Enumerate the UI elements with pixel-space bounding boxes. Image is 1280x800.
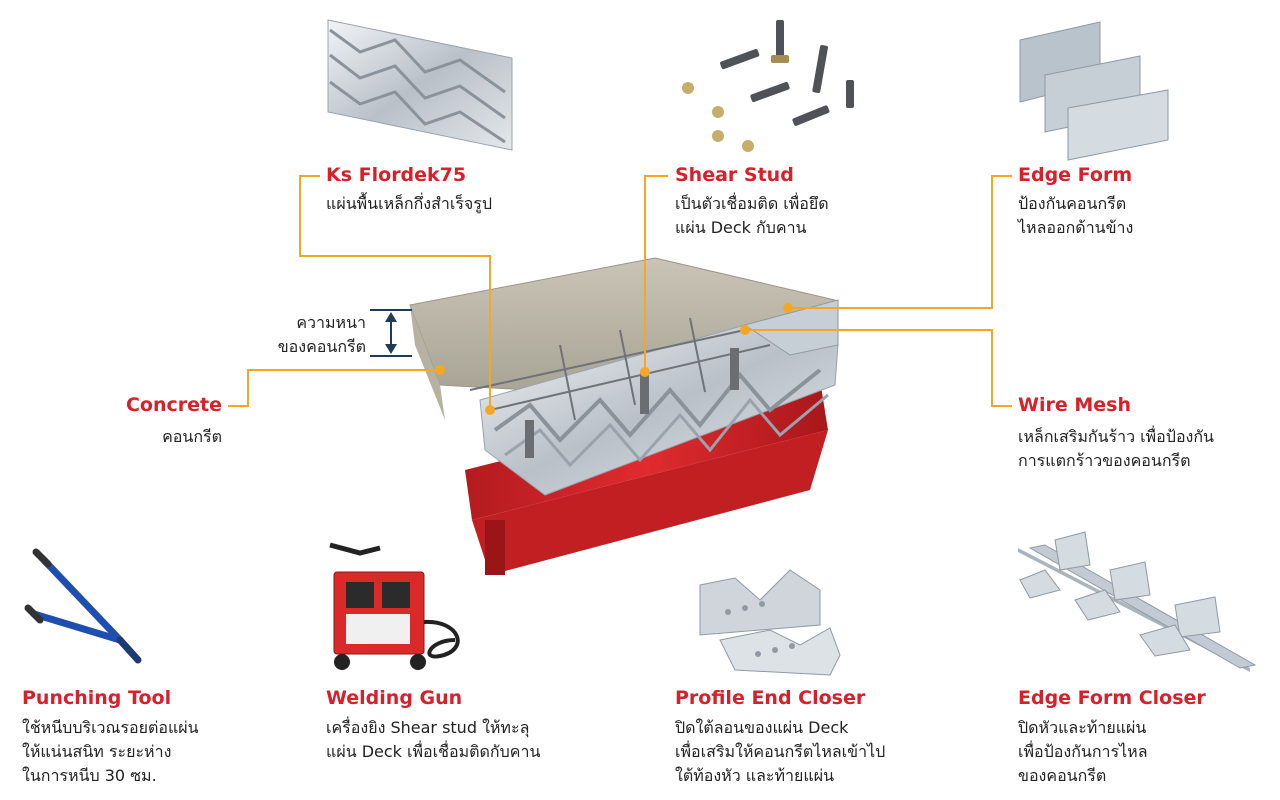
welding-gun-desc-line: เครื่องยิง Shear stud ให้ทะลุ [326,718,530,737]
punching-tool-desc-line: ให้แน่นสนิท ระยะห่าง [22,742,172,761]
edge-form-closer-desc-line: ของคอนกรีต [1018,766,1107,785]
concrete-title: Concrete [125,394,222,416]
ks-flordek-desc: แผ่นพื้นเหล็กกึ่งสำเร็จรูป [326,192,492,216]
edge-form-closer-desc-line: เพื่อป้องกันการไหล [1018,742,1148,761]
thickness-arrow [370,309,412,357]
welding-gun-title: Welding Gun [326,687,463,709]
welding-gun-desc: เครื่องยิง Shear stud ให้ทะลุ แผ่น Deck … [326,716,540,764]
thickness-label-line: ของคอนกรีต [277,337,366,356]
edge-form-closer-title: Edge Form Closer [1018,687,1206,709]
profile-end-closer-desc-line: ปิดใต้ลอนของแผ่น Deck [675,718,849,737]
leader-concrete [228,369,440,407]
shear-stud-desc: เป็นตัวเชื่อมติด เพื่อยึด แผ่น Deck กับค… [675,192,829,240]
wire-mesh-title: Wire Mesh [1018,394,1131,416]
shear-stud-image [682,20,854,152]
profile-end-closer-title: Profile End Closer [675,687,866,709]
edge-form-desc-line: ป้องกันคอนกรีต [1018,194,1127,213]
leader-shear-stud [644,175,668,372]
leader-ks-flordek [299,175,491,410]
edge-form-desc-line: ไหลออกด้านข้าง [1018,218,1134,237]
concrete-desc-line: คอนกรีต [162,427,222,446]
concrete-desc: คอนกรีต [60,425,222,449]
edge-form-closer-desc: ปิดหัวและท้ายแผ่น เพื่อป้องกันการไหล ของ… [1018,716,1148,788]
punching-tool-desc-line: ใช้หนีบบริเวณรอยต่อแผ่น [22,718,199,737]
shear-stud-title: Shear Stud [675,164,794,186]
leader-wire-mesh [745,329,1012,407]
ks-flordek-desc-line: แผ่นพื้นเหล็กกึ่งสำเร็จรูป [326,194,493,213]
profile-end-closer-desc-line: เพื่อเสริมให้คอนกรีตไหลเข้าไป [675,742,886,761]
concrete-thickness-label: ความหนา ของคอนกรีต [230,311,366,359]
ks-flordek-title: Ks Flordek75 [326,164,467,186]
welding-machine-image [329,542,460,670]
profile-end-closer-desc-line: ใต้ท้องหัว และท้ายแผ่น [675,766,835,785]
wire-mesh-desc-line: เหล็กเสริมกันร้าว เพื่อป้องกัน [1018,427,1214,446]
edge-form-desc: ป้องกันคอนกรีต ไหลออกด้านข้าง [1018,192,1133,240]
profile-end-closer-image [699,569,841,676]
shear-stud-desc-line: แผ่น Deck กับคาน [675,218,807,237]
welding-gun-desc-line: แผ่น Deck เพื่อเชื่อมติดกับคาน [326,742,541,761]
punching-tool-desc-line: ในการหนีบ 30 ซม. [22,766,157,785]
punching-tool-image [24,548,142,664]
punching-tool-title: Punching Tool [22,687,172,709]
profile-end-closer-desc: ปิดใต้ลอนของแผ่น Deck เพื่อเสริมให้คอนกร… [675,716,885,788]
punching-tool-desc: ใช้หนีบบริเวณรอยต่อแผ่น ให้แน่นสนิท ระยะ… [22,716,199,788]
shear-stud-desc-line: เป็นตัวเชื่อมติด เพื่อยึด [675,194,829,213]
edge-form-image [1019,21,1169,161]
leader-edge-form [788,175,1012,309]
thickness-label-line: ความหนา [296,313,366,332]
wire-mesh-desc-line: การแตกร้าวของคอนกรีต [1018,451,1191,470]
flordek-sheet-image [327,19,513,151]
edge-form-closer-desc-line: ปิดหัวและท้ายแผ่น [1018,718,1147,737]
edge-form-title: Edge Form [1018,164,1133,186]
composite-slab-image [409,257,839,575]
edge-form-closer-image [1018,531,1257,672]
wire-mesh-desc: เหล็กเสริมกันร้าว เพื่อป้องกัน การแตกร้า… [1018,425,1214,473]
